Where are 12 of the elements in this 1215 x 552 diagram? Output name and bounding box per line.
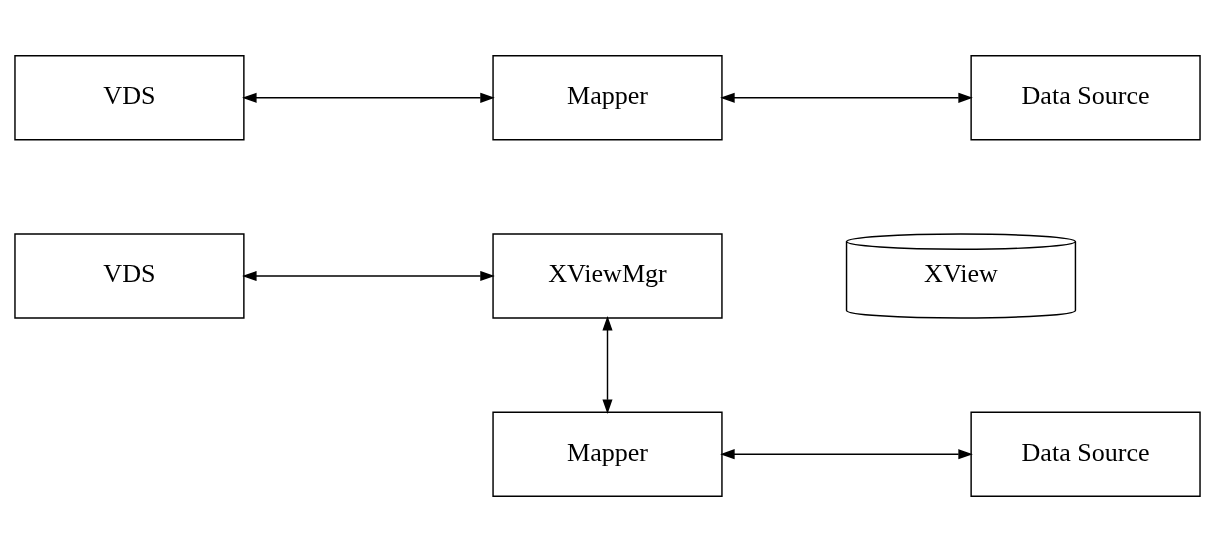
node-box: Data Source: [970, 55, 1201, 141]
node-box: VDS: [14, 233, 245, 319]
node-box: XViewMgr: [492, 233, 723, 319]
arrow: [602, 315, 613, 414]
arrow: [720, 449, 973, 460]
node-box: Mapper: [492, 55, 723, 141]
node-box: VDS: [14, 55, 245, 141]
node-box: Data Source: [970, 411, 1201, 497]
arrow: [242, 92, 495, 103]
arrow: [242, 270, 495, 282]
node-box: Mapper: [492, 411, 723, 497]
arrow: [720, 92, 973, 103]
